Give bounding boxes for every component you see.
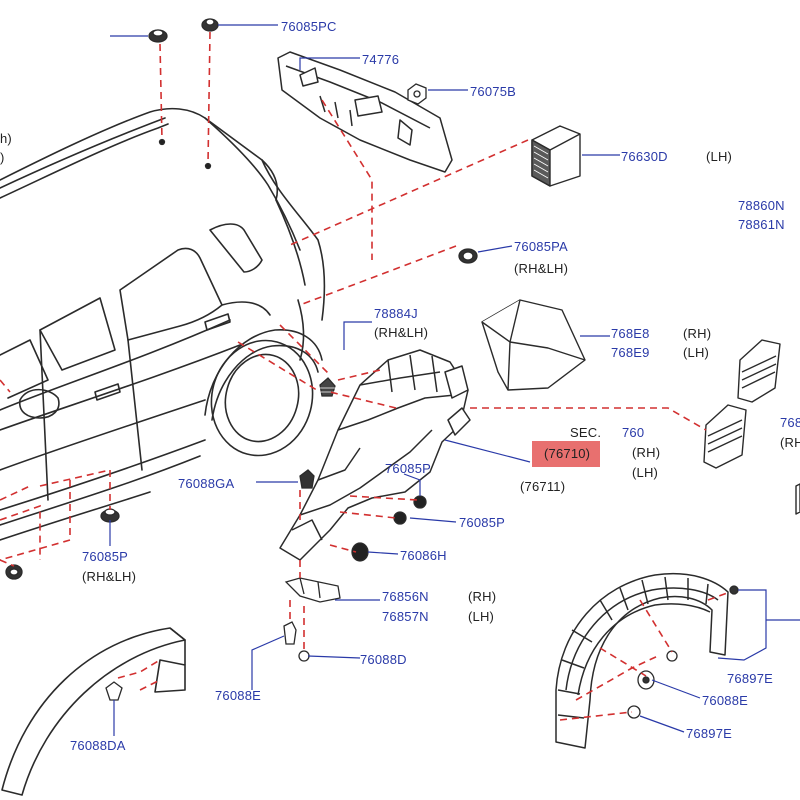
part-label-76085p-right[interactable]: 76085P — [459, 515, 506, 530]
part-label-76856n[interactable]: 76856N — [382, 589, 429, 604]
insulator-768e8 — [481, 299, 586, 391]
side-label-lh-76711: (LH) — [632, 465, 659, 480]
dashed-callout-lines — [0, 31, 731, 721]
part-label-768-cut[interactable]: 768 — [780, 415, 800, 430]
part-label-76088d[interactable]: 76088D — [360, 652, 407, 667]
part-label-76897e-lower[interactable]: 76897E — [686, 726, 733, 741]
section-label: SEC. — [570, 425, 602, 440]
side-label-rh-cut: (RH — [780, 435, 800, 450]
part-label-76085pc[interactable]: 76085PC — [281, 19, 337, 34]
fender-liner — [555, 572, 729, 749]
side-label-cut-paren: ) — [0, 150, 5, 165]
side-label-rh-76710: (RH) — [632, 445, 661, 460]
air-vent-grilles — [703, 339, 800, 515]
wheel-house-panel-76710 — [279, 349, 471, 561]
part-label-76085p-upper[interactable]: 76085P — [385, 461, 432, 476]
side-label-rh-768e8: (RH) — [683, 326, 712, 341]
part-label-76857n[interactable]: 76857N — [382, 609, 429, 624]
part-label-76897e-upper[interactable]: 76897E — [727, 671, 774, 686]
part-label-76088ga[interactable]: 76088GA — [178, 476, 235, 491]
part-label-78860n[interactable]: 78860N — [738, 198, 785, 213]
vehicle-body-illustration — [0, 107, 326, 541]
part-label-76088da[interactable]: 76088DA — [70, 738, 126, 753]
part-label-76085pa[interactable]: 76085PA — [514, 239, 568, 254]
part-label-76711[interactable]: (76711) — [520, 479, 566, 494]
part-label-76085p-left[interactable]: 76085P — [82, 549, 129, 564]
side-label-rhlh-78884j: (RH&LH) — [374, 325, 429, 340]
part-label-76086h[interactable]: 76086H — [400, 548, 447, 563]
label-leader-lines — [109, 24, 800, 736]
wheel-arch-moulding — [1, 627, 186, 796]
part-label-768e9[interactable]: 768E9 — [611, 345, 650, 360]
part-label-76075b[interactable]: 76075B — [470, 84, 517, 99]
side-label-cut-h: h) — [0, 131, 12, 146]
part-label-78884j[interactable]: 78884J — [374, 306, 418, 321]
side-label-rhlh-76085p: (RH&LH) — [82, 569, 137, 584]
part-label-768e8[interactable]: 768E8 — [611, 326, 650, 341]
part-label-76710-highlighted[interactable]: (76710) — [532, 441, 601, 467]
side-label-lh-76630d: (LH) — [706, 149, 733, 164]
side-label-lh-76857n: (LH) — [468, 609, 495, 624]
fastener-hardware — [5, 18, 739, 719]
part-label-78861n[interactable]: 78861N — [738, 217, 785, 232]
side-label-rhlh-76085pa: (RH&LH) — [514, 261, 569, 276]
side-label-rh-76856n: (RH) — [468, 589, 497, 604]
splash-shield-74776 — [277, 51, 453, 173]
pad-76630d — [531, 125, 581, 187]
part-label-74776[interactable]: 74776 — [362, 52, 400, 67]
part-label-76630d[interactable]: 76630D — [621, 149, 668, 164]
part-label-76088e-right[interactable]: 76088E — [702, 693, 749, 708]
section-number-760[interactable]: 760 — [622, 425, 645, 440]
part-label-76088e-left[interactable]: 76088E — [215, 688, 262, 703]
side-label-lh-768e9: (LH) — [683, 345, 710, 360]
